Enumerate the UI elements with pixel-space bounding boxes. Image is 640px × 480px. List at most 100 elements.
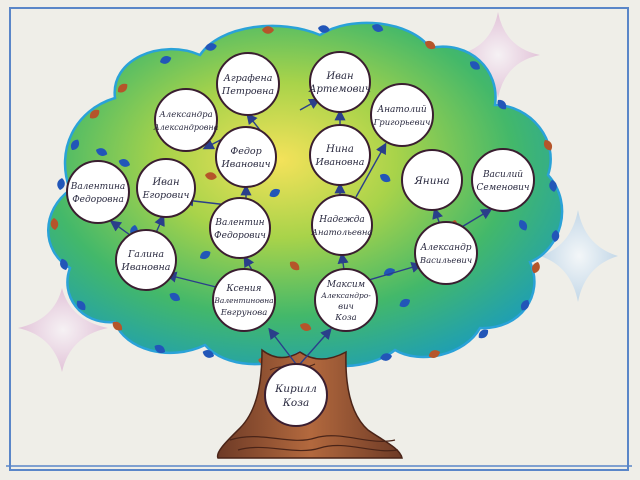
leaf-icon xyxy=(543,140,553,151)
leaf-icon xyxy=(112,321,123,331)
leaf-icon xyxy=(70,139,80,150)
person-node-valentin[interactable]: Валентин Федорович xyxy=(209,197,271,259)
leaf-icon xyxy=(76,300,86,311)
person-name-line1: Аграфена xyxy=(223,73,273,84)
relationship-arrow xyxy=(109,220,131,236)
person-node-maksim[interactable]: Максим Александро- вич Коза xyxy=(314,268,378,332)
person-node-vasily[interactable]: Василий Семенович xyxy=(471,148,535,212)
relationship-arrow xyxy=(299,327,332,365)
person-name-line1: Александра xyxy=(158,110,212,120)
leaf-icon xyxy=(399,298,410,308)
person-name-line1: Надежда xyxy=(318,215,365,225)
person-node-alexandr[interactable]: Александр Васильевич xyxy=(414,221,478,285)
person-name-line1: Янина xyxy=(413,175,449,187)
person-name-line1: Ксения xyxy=(225,284,261,294)
leaf-icon xyxy=(318,25,330,33)
person-node-galina[interactable]: Галина Ивановна xyxy=(115,229,177,291)
person-name-line2: Валентиновна xyxy=(213,296,273,305)
leaf-icon xyxy=(169,292,180,302)
leaf-icon xyxy=(160,56,172,64)
leaf-icon xyxy=(428,350,440,358)
leaf-icon xyxy=(497,99,507,110)
leaf-icon xyxy=(202,350,214,358)
person-name-line1: Валентин xyxy=(214,218,264,228)
leaf-icon xyxy=(478,329,489,339)
person-node-valentina[interactable]: Валентина Федоровна xyxy=(66,160,130,224)
relationship-arrow xyxy=(243,255,255,271)
person-node-ivan-artemovich[interactable]: Иван Артемович xyxy=(308,51,371,113)
relationship-arrow xyxy=(246,112,261,131)
person-name-line1: Нина xyxy=(325,144,354,155)
person-node-ksenia[interactable]: Ксения Валентиновна Евгрунова xyxy=(212,268,276,332)
leaf-icon xyxy=(380,173,391,183)
person-node-yanina[interactable]: Янина xyxy=(401,149,463,211)
relationship-arrow xyxy=(361,261,423,283)
person-name-line3: вич xyxy=(338,302,354,312)
leaf-icon xyxy=(200,250,211,260)
leaf-icon xyxy=(549,180,557,192)
star-decoration-bottom-left xyxy=(18,288,108,372)
leaf-icon xyxy=(520,300,530,311)
person-node-agrafena[interactable]: Аграфена Петровна xyxy=(216,52,280,116)
leaf-icon xyxy=(380,353,392,361)
person-node-kirill[interactable]: Кирилл Коза xyxy=(264,363,328,427)
person-name-line2: Федоровна xyxy=(72,195,124,205)
person-name-line1: Иван xyxy=(325,71,353,82)
star-decoration-right xyxy=(540,210,618,302)
relationship-arrow xyxy=(337,252,349,271)
leaf-icon xyxy=(383,268,395,276)
person-node-anatoly[interactable]: Анатолий Григорьевич xyxy=(370,83,434,147)
leaf-icon xyxy=(300,323,312,331)
person-name-line3: Евгрунова xyxy=(220,308,268,318)
person-name-line1: Иван xyxy=(151,177,179,188)
person-node-fedor[interactable]: Федор Иванович xyxy=(215,126,277,188)
leaf-icon xyxy=(154,344,165,354)
person-name-line1: Валентина xyxy=(70,182,126,192)
person-node-alexandra[interactable]: Александра Александровна xyxy=(153,88,219,152)
leaf-icon xyxy=(118,159,130,167)
person-node-nadezhda[interactable]: Надежда Анатольевна xyxy=(311,194,373,256)
person-name-line2: Егорович xyxy=(142,190,190,201)
leaf-icon xyxy=(96,148,108,156)
leaf-icon xyxy=(518,220,528,231)
person-name-line1: Александр xyxy=(419,243,471,253)
leaf-icon xyxy=(205,43,217,51)
star-decoration-top-right xyxy=(456,12,540,98)
relationship-arrow xyxy=(459,208,493,229)
person-name-line1: Кирилл xyxy=(274,383,317,395)
person-name-line2: Семенович xyxy=(477,183,530,193)
person-name-line2: Коза xyxy=(282,397,309,409)
leaf-icon xyxy=(551,230,560,242)
leaf-icon xyxy=(57,178,65,190)
person-name-line1: Федор xyxy=(230,146,261,157)
person-name-line2: Ивановна xyxy=(121,262,171,273)
leaf-icon xyxy=(205,172,217,180)
person-node-nina[interactable]: Нина Ивановна xyxy=(309,124,371,186)
leaf-icon xyxy=(289,261,300,271)
person-name-line2: Иванович xyxy=(220,159,270,170)
leaf-icon xyxy=(372,24,384,32)
leaf-icon xyxy=(60,258,68,270)
leaf-icon xyxy=(117,83,128,93)
person-name-line2: Александровна xyxy=(153,123,219,132)
person-node-ivan-egorovich[interactable]: Иван Егорович xyxy=(136,158,196,218)
person-name-line2: Григорьевич xyxy=(373,118,431,128)
leaf-icon xyxy=(425,40,436,50)
leaf-icon xyxy=(262,26,274,34)
person-name-line1: Василий xyxy=(482,170,523,180)
leaf-icon xyxy=(532,262,540,274)
person-name-line1: Анатолий xyxy=(376,105,427,115)
leaf-icon xyxy=(469,61,480,70)
person-name-line4: Коза xyxy=(334,313,356,323)
leaf-icon xyxy=(269,188,280,198)
person-nodes: Аграфена Петровна Иван Артемович Алексан… xyxy=(66,51,535,427)
person-name-line2: Петровна xyxy=(221,86,275,97)
person-name-line2: Александро- xyxy=(320,291,371,300)
person-name-line2: Васильевич xyxy=(419,256,472,266)
leaf-icon xyxy=(89,109,100,119)
relationship-arrow xyxy=(355,142,387,198)
person-name-line2: Артемович xyxy=(308,84,371,95)
person-name-line1: Галина xyxy=(127,249,164,260)
person-name-line2: Федорович xyxy=(214,231,266,241)
